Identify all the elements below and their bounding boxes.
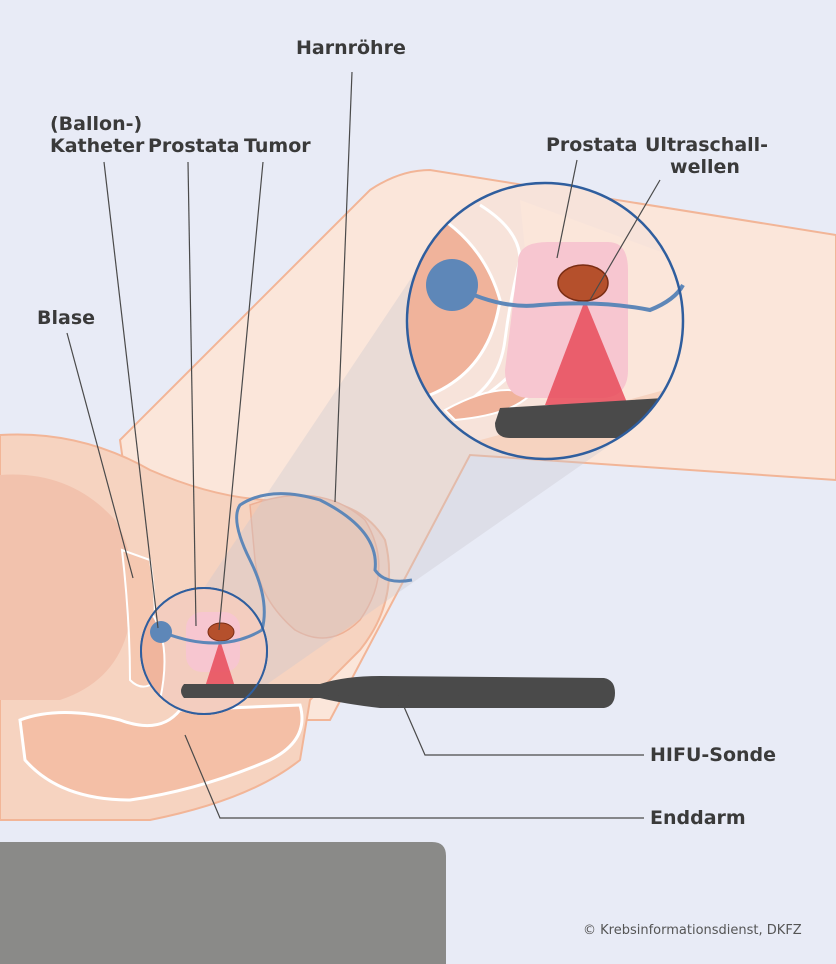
label-blase: Blase	[37, 307, 96, 329]
leader-prostata-zoom	[556, 159, 578, 259]
catheter-zoom	[451, 283, 685, 313]
leader-blase	[66, 332, 134, 579]
leader-katheter	[103, 161, 159, 629]
catheter-balloon-zoom	[426, 259, 478, 311]
leader-prostata	[187, 161, 197, 627]
label-ultraschallwellen: Ultraschall- wellen	[645, 134, 769, 178]
label-tumor: Tumor	[244, 135, 311, 157]
small-circle-ring	[140, 587, 268, 715]
treatment-table	[0, 842, 446, 964]
catheter-tube	[161, 492, 413, 645]
leader-ultraschall	[589, 179, 661, 301]
label-prostata-zoom: Prostata	[546, 134, 638, 156]
beam-small	[204, 640, 236, 690]
credit-text: © Krebsinformationsdienst, DKFZ	[583, 923, 802, 938]
label-prostata: Prostata	[148, 135, 240, 157]
label-harnroehre: Harnröhre	[296, 37, 406, 59]
label-ballon-katheter: (Ballon-) Katheter	[50, 113, 145, 157]
leader-tumor	[218, 161, 264, 631]
rectum-shape	[18, 703, 304, 802]
leader-harnroehre	[334, 71, 353, 503]
inner-tissue	[0, 474, 133, 700]
hifu-probe	[181, 676, 615, 708]
leader-hifu	[397, 692, 644, 756]
leader-enddarm	[184, 734, 644, 819]
leader-lines	[66, 71, 661, 819]
tumor-zoom	[557, 264, 609, 302]
catheter-balloon	[150, 621, 172, 643]
label-enddarm: Enddarm	[650, 807, 746, 829]
zoom-circle-contents	[407, 183, 683, 459]
penis-shape	[249, 494, 380, 639]
tumor-small	[207, 622, 235, 642]
label-hifu-sonde: HIFU-Sonde	[650, 744, 777, 766]
zoom-circle-ring	[405, 181, 685, 461]
